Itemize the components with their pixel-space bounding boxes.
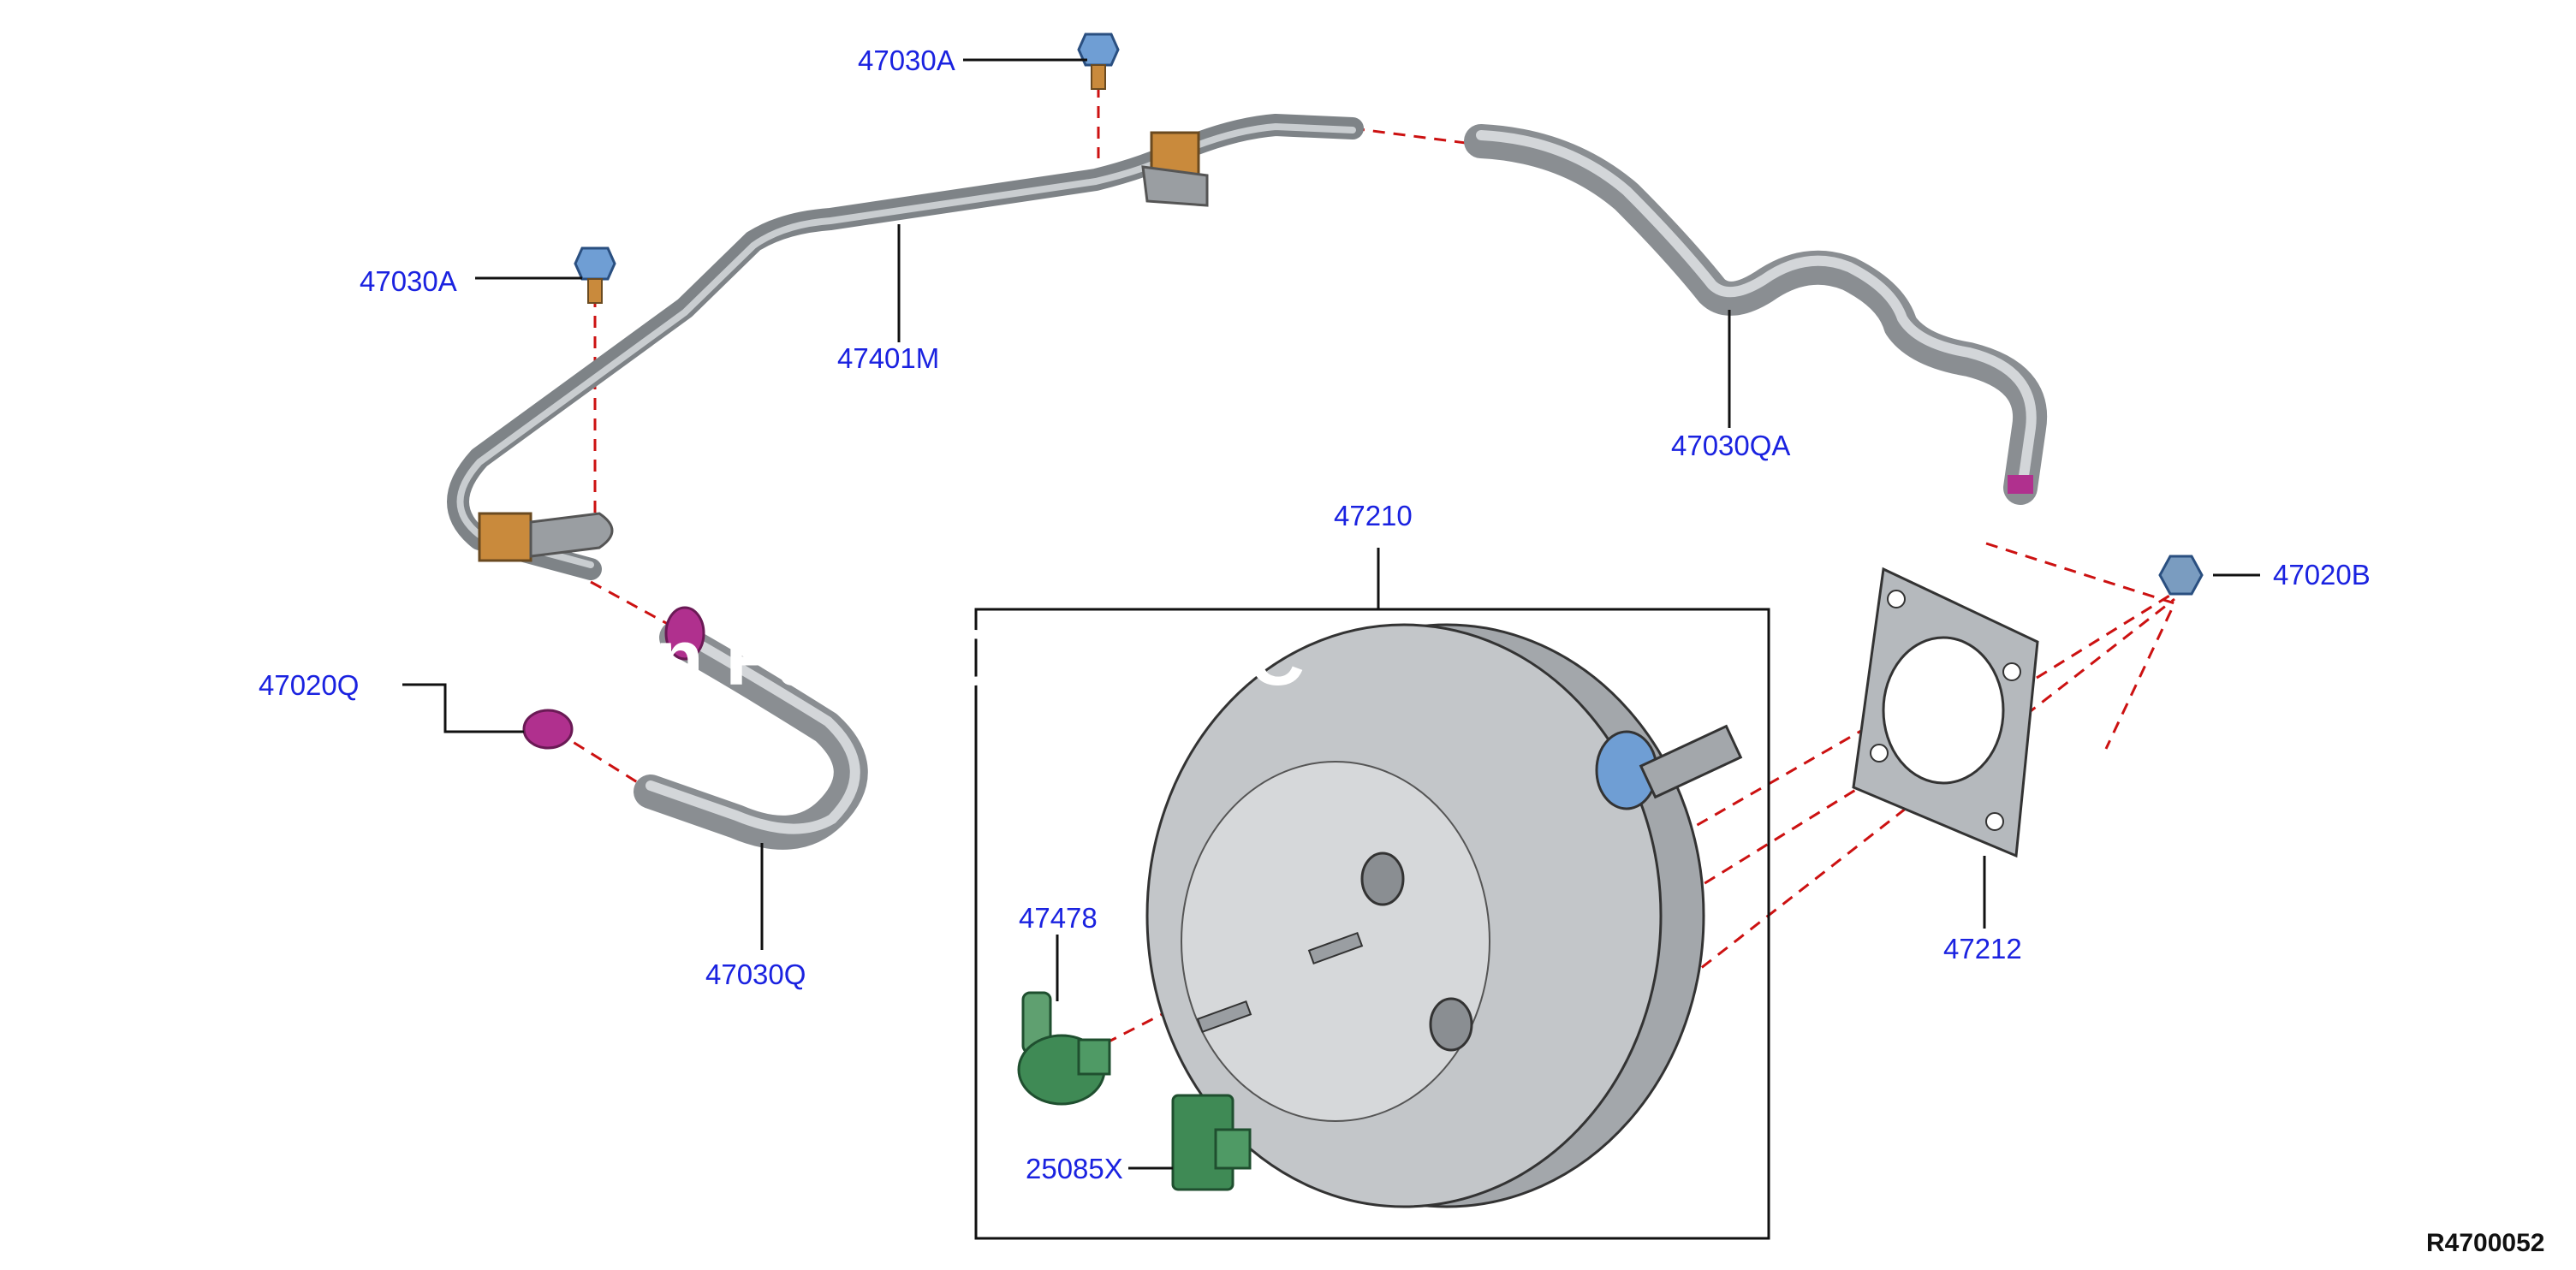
leader-lines xyxy=(402,58,2260,1170)
upper-hose-part xyxy=(1464,124,2048,505)
gasket-part xyxy=(1852,567,2039,858)
callout-hose-lower: 47030Q xyxy=(705,958,806,990)
lower-hose-part xyxy=(634,620,868,850)
callout-labels: 47030A 47030A 47401M 47030QA 47020Q 4703… xyxy=(259,45,2371,1184)
nut-part xyxy=(2158,555,2204,596)
callout-booster-assembly: 47210 xyxy=(1334,500,1413,531)
brake-booster-part xyxy=(1145,623,1743,1208)
callout-tube: 47401M xyxy=(837,342,939,374)
callout-valve: 47478 xyxy=(1019,902,1098,934)
callout-bolt-upper: 47030A xyxy=(858,45,955,76)
callout-nut: 47020B xyxy=(2273,559,2371,590)
callout-hose-upper: 47030QA xyxy=(1671,430,1790,461)
watermark: Nissan Parts Cat APTC xyxy=(445,614,1305,702)
hose-clamp-part xyxy=(522,606,705,750)
pressure-sensor-part xyxy=(1171,1094,1252,1191)
assembly-box xyxy=(974,608,1770,1240)
reference-code: R4700052 xyxy=(2426,1229,2544,1257)
check-valve-part xyxy=(1017,991,1111,1106)
callout-clamp: 47020Q xyxy=(259,669,359,701)
callout-bolt-left: 47030A xyxy=(360,265,457,297)
callout-sensor: 25085X xyxy=(1026,1153,1123,1184)
bolt-parts xyxy=(574,33,1120,304)
callout-gasket: 47212 xyxy=(1943,933,2022,964)
vacuum-tube-part xyxy=(447,114,1364,580)
